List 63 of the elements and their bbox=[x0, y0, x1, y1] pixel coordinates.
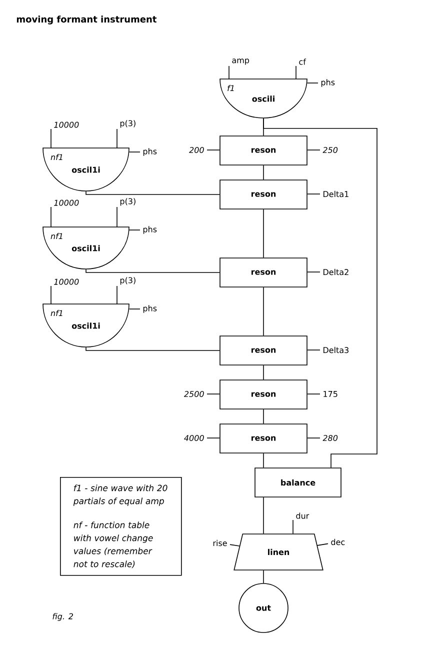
parameter-label: 10000 bbox=[54, 278, 79, 285]
input-line bbox=[116, 206, 118, 228]
parameter-label: 200 bbox=[189, 146, 204, 154]
signal-line bbox=[263, 118, 378, 468]
input-line bbox=[230, 544, 240, 546]
input-line bbox=[50, 206, 52, 228]
table-label: f1 bbox=[228, 84, 234, 92]
parameter-label: amp bbox=[232, 58, 250, 65]
parameter-label: Delta1 bbox=[323, 190, 348, 198]
input-line bbox=[128, 308, 140, 310]
note-box: f1 - sine wave with 20 partials of equal amp nf - function table with vowel change values (remember not to rescale) bbox=[60, 477, 182, 576]
parameter-label: 2500 bbox=[184, 390, 204, 398]
table-label: nf1 bbox=[50, 310, 62, 316]
signal-line bbox=[263, 453, 264, 468]
input-line bbox=[50, 128, 52, 148]
parameter-label: phs bbox=[143, 226, 157, 234]
signal-line bbox=[86, 347, 220, 351]
parameter-label: 175 bbox=[324, 391, 338, 397]
process-box: reson bbox=[220, 380, 308, 410]
input-line bbox=[317, 543, 328, 546]
title: moving formant instrument bbox=[16, 16, 156, 24]
input-line bbox=[50, 286, 52, 304]
signal-line bbox=[263, 365, 264, 380]
process-box: reson bbox=[220, 258, 308, 288]
signal-line bbox=[263, 209, 264, 258]
parameter-label: 4000 bbox=[184, 434, 204, 442]
input-line bbox=[228, 66, 230, 80]
parameter-label: phs bbox=[143, 148, 157, 156]
table-label: nf1 bbox=[50, 154, 62, 160]
parameter-label: dur bbox=[296, 512, 310, 519]
process-box: reson bbox=[220, 336, 308, 366]
parameter-label: Delta2 bbox=[323, 268, 348, 276]
parameter-label: phs bbox=[321, 79, 335, 87]
process-box: reson bbox=[220, 424, 308, 454]
signal-line bbox=[263, 570, 264, 584]
process-box: balance bbox=[254, 468, 342, 498]
process-box: reson bbox=[220, 180, 308, 210]
input-line bbox=[116, 128, 118, 148]
signal-line bbox=[263, 287, 264, 336]
parameter-label: phs bbox=[143, 305, 157, 313]
parameter-label: cf bbox=[299, 58, 306, 65]
parameter-label: p(3) bbox=[120, 120, 136, 128]
parameter-label: 10000 bbox=[54, 200, 79, 206]
trapezoid-block: linen bbox=[234, 534, 324, 570]
parameter-label: 280 bbox=[322, 434, 338, 442]
input-line bbox=[116, 286, 118, 304]
signal-line bbox=[263, 497, 264, 534]
signal-line bbox=[263, 409, 264, 424]
parameter-label: Delta3 bbox=[323, 346, 348, 354]
signal-line bbox=[263, 165, 264, 180]
parameter-label: 10000 bbox=[54, 122, 79, 128]
figure-label: fig. 2 bbox=[52, 613, 73, 621]
input-line bbox=[306, 82, 318, 84]
parameter-label: 250 bbox=[322, 146, 338, 154]
parameter-label: dec bbox=[331, 538, 345, 546]
signal-line bbox=[86, 269, 220, 273]
parameter-label: rise bbox=[213, 540, 227, 546]
parameter-label: p(3) bbox=[120, 198, 136, 206]
process-box: reson bbox=[220, 136, 308, 166]
parameter-label: p(3) bbox=[120, 277, 136, 285]
input-line bbox=[292, 520, 294, 534]
signal-line bbox=[86, 191, 220, 195]
table-label: nf1 bbox=[50, 232, 62, 240]
